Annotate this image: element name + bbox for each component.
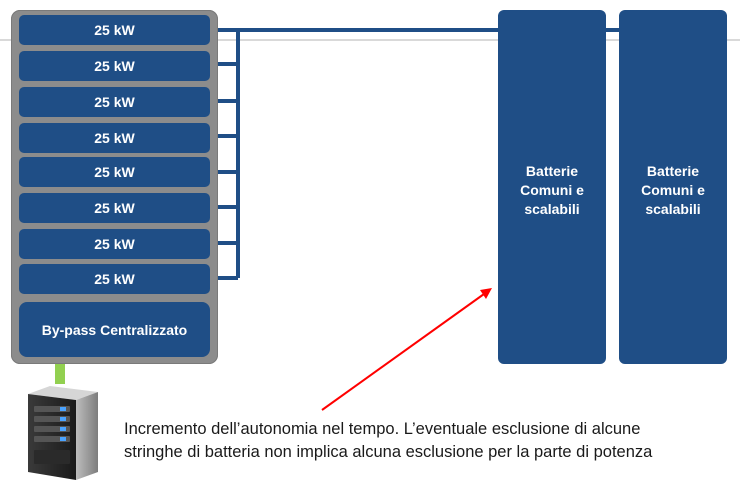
battery-cabinet-2: Batterie Comuni e scalabili xyxy=(619,10,727,364)
battery-2-line-2: Comuni e xyxy=(641,182,705,198)
battery-cabinet-1: Batterie Comuni e scalabili xyxy=(498,10,606,364)
caption-line-1: Incremento dell’autonomia nel tempo. L’e… xyxy=(124,420,641,438)
header-divider xyxy=(0,39,740,41)
power-module-7: 25 kW xyxy=(19,229,210,259)
power-module-5: 25 kW xyxy=(19,157,210,187)
caption-line-2: stringhe di batteria non implica alcuna … xyxy=(124,443,653,461)
power-module-8: 25 kW xyxy=(19,264,210,294)
battery-1-line-1: Batterie xyxy=(525,163,579,179)
green-connector xyxy=(55,364,65,384)
caption-text: Incremento dell’autonomia nel tempo. L’e… xyxy=(124,418,734,464)
power-module-6: 25 kW xyxy=(19,193,210,223)
battery-1-line-2: Comuni e xyxy=(520,182,584,198)
battery-1-line-3: scalabili xyxy=(524,201,580,217)
battery-2-line-1: Batterie xyxy=(646,163,700,179)
power-module-2: 25 kW xyxy=(19,51,210,81)
power-module-3: 25 kW xyxy=(19,87,210,117)
power-module-4: 25 kW xyxy=(19,123,210,153)
power-module-1: 25 kW xyxy=(19,15,210,45)
battery-2-line-3: scalabili xyxy=(645,201,701,217)
red-arrow-line xyxy=(321,293,485,411)
server-tower-icon xyxy=(28,386,98,480)
red-arrow-head xyxy=(480,288,492,299)
bypass-module: By-pass Centralizzato xyxy=(19,302,210,357)
